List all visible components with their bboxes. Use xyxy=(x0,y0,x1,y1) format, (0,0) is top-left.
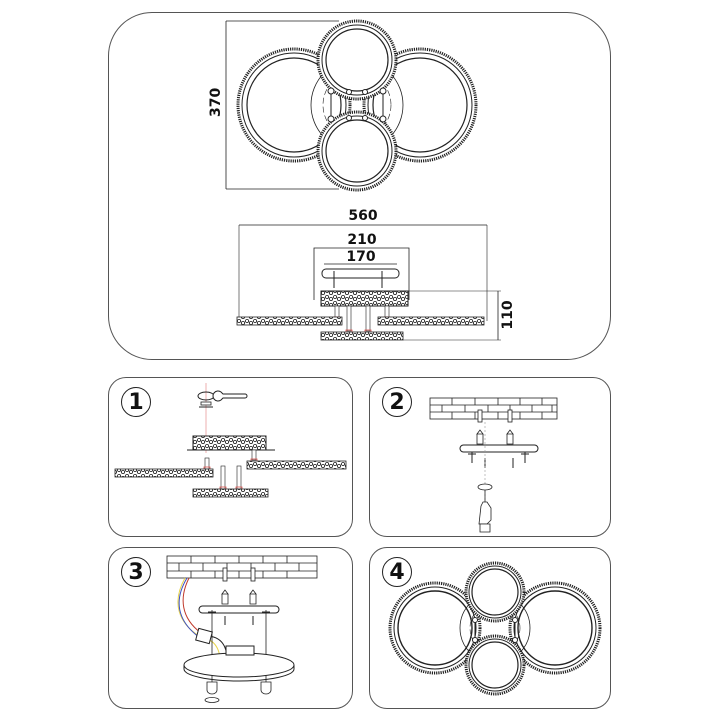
assembled-fixture xyxy=(388,561,602,696)
step-4-panel: 4 xyxy=(369,547,611,709)
ceiling-brick-icon xyxy=(429,397,558,420)
ring-bottom xyxy=(316,110,398,192)
ring-right xyxy=(362,47,478,163)
side-view-fixture xyxy=(236,224,501,341)
plate-width-label: 170 xyxy=(346,249,375,265)
ring-left xyxy=(388,581,482,675)
ring-top xyxy=(316,19,398,101)
top-view-fixture xyxy=(236,19,478,192)
dimension-drawing: 370 xyxy=(208,19,516,341)
step-3-drawing xyxy=(166,555,318,703)
ring-bottom xyxy=(464,634,526,696)
step-4-drawing xyxy=(388,561,602,696)
ring-segment xyxy=(192,488,269,498)
ring-top xyxy=(464,561,526,623)
depth-label: 110 xyxy=(500,300,516,329)
width-label: 560 xyxy=(348,208,377,224)
step-2-panel: 2 xyxy=(369,377,611,537)
cap-nut-icon xyxy=(204,681,272,703)
wrench-icon xyxy=(212,390,248,402)
step-number-badge: 1 xyxy=(121,387,151,417)
ring-left xyxy=(236,47,352,163)
step-3-panel: 3 xyxy=(108,547,353,709)
mounting-plate xyxy=(198,605,280,614)
ring-right xyxy=(508,581,602,675)
step-number-badge: 4 xyxy=(382,557,412,587)
height-dimension xyxy=(225,20,339,190)
dowel-icon xyxy=(476,429,514,445)
screwdriver-hand-icon xyxy=(477,483,493,533)
step-1-drawing xyxy=(114,383,347,498)
mounting-plate xyxy=(459,444,539,453)
step-number-badge: 2 xyxy=(382,387,412,417)
ceiling-brick-icon xyxy=(166,555,318,579)
step-number-badge: 3 xyxy=(121,557,151,587)
ring-segment xyxy=(114,468,214,478)
canopy-base xyxy=(183,645,295,682)
dimensions-panel: 370 xyxy=(108,12,611,360)
step-1-panel: 1 xyxy=(108,377,353,537)
canopy xyxy=(192,435,267,451)
height-label: 370 xyxy=(208,88,224,117)
terminal-block-icon xyxy=(195,627,213,645)
canopy-width-label: 210 xyxy=(347,232,376,248)
step-2-drawing xyxy=(429,397,558,533)
ring-segment xyxy=(246,460,347,470)
